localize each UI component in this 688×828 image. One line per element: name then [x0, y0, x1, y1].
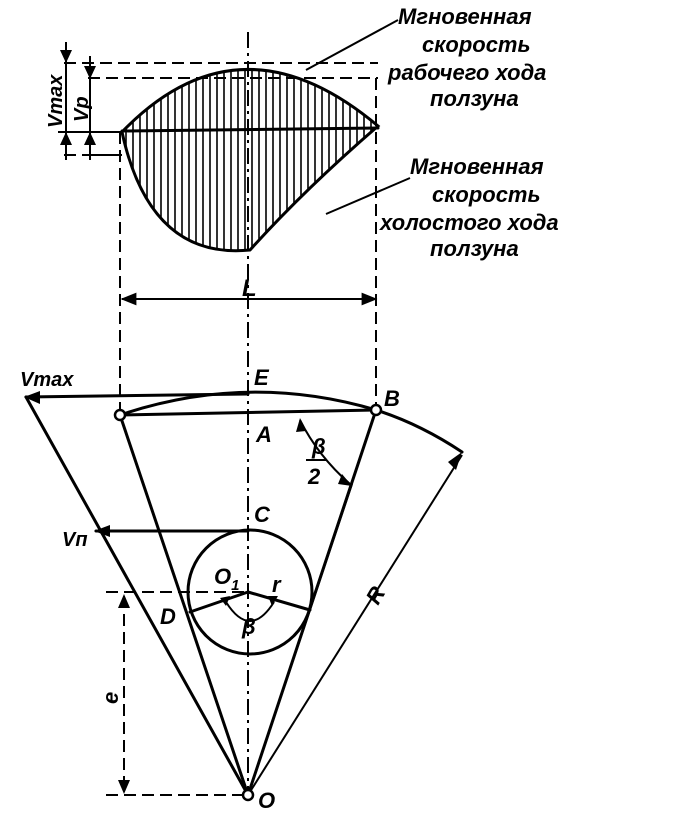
- caption-idle-line-4: ползуна: [430, 236, 519, 261]
- label-vmax-top: Vmax: [45, 74, 67, 128]
- vmax-arrow-bottom: [60, 132, 72, 145]
- radius-O1-r: [246, 590, 312, 612]
- caption-working-stroke: Мгновенная скорость рабочего хода ползун…: [387, 4, 546, 111]
- point-O: [241, 788, 255, 802]
- label-R: R: [361, 582, 391, 608]
- label-O: O: [258, 788, 275, 813]
- label-D: D: [160, 604, 176, 629]
- caption-idle-line-2: скорость: [432, 182, 541, 207]
- line-O-to-A-left: [118, 413, 250, 797]
- e-arrow-bottom: [118, 780, 130, 794]
- caption-working-line-2: скорость: [422, 32, 531, 57]
- velocity-baseline: [120, 126, 380, 133]
- vmax-arrow-top: [60, 50, 72, 63]
- label-vn: Vп: [62, 529, 88, 551]
- vp-arrow-bottom: [84, 132, 96, 145]
- caption-working-line-3: рабочего хода: [387, 60, 546, 85]
- leader-working: [305, 19, 399, 71]
- label-A: A: [255, 422, 272, 447]
- beta-half-arrow-bottom: [338, 474, 352, 486]
- beta-arrow-left: [220, 596, 230, 606]
- vmax-vector: [24, 392, 250, 399]
- mechanism: E B A Vmax β 2 C Vп O1 r D β R e O: [20, 32, 464, 813]
- label-beta-half-num: β: [311, 434, 326, 459]
- line-O-to-vmax: [24, 395, 250, 797]
- vn-vector-head: [94, 525, 110, 537]
- label-beta-half-den: 2: [307, 464, 321, 489]
- e-arrow-top: [118, 594, 130, 608]
- chord-AB: [118, 408, 378, 417]
- caption-idle-stroke: Мгновенная скорость холостого хода ползу…: [379, 154, 559, 261]
- caption-idle-line-3: холостого хода: [379, 210, 559, 235]
- velocity-lens-outline: [120, 68, 381, 253]
- beta-half-arrow-top: [296, 418, 306, 432]
- radius-R-line: [247, 454, 463, 796]
- radius-O1-D: [188, 590, 250, 614]
- label-L: L: [242, 275, 257, 302]
- beta-arrow-right: [268, 596, 278, 606]
- velocity-diagram: Vmax Vp L: [45, 42, 381, 415]
- label-C: C: [254, 502, 271, 527]
- label-O1-sub: 1: [231, 577, 239, 594]
- label-e: e: [98, 692, 123, 704]
- leader-idle: [325, 177, 411, 215]
- vp-arrow-top: [84, 66, 96, 79]
- label-beta: β: [241, 614, 256, 639]
- radius-R-arrow: [448, 452, 462, 470]
- vmax-vector-head: [24, 391, 40, 404]
- label-B: B: [384, 386, 400, 411]
- line-O-to-beta-arc: [247, 483, 353, 796]
- beta-arc: [225, 601, 275, 622]
- arc-beyond-B: [374, 408, 464, 454]
- caption-idle-line-1: Мгновенная: [410, 154, 544, 179]
- label-vp: Vp: [71, 96, 93, 122]
- point-A-left: [113, 408, 127, 422]
- label-O1: O1: [214, 564, 239, 594]
- label-O1-main: O: [214, 564, 231, 589]
- point-B: [369, 403, 383, 417]
- label-r: r: [272, 572, 282, 597]
- velocity-hatch: [125, 69, 378, 251]
- label-vmax-left: Vmax: [20, 369, 74, 391]
- label-E: E: [254, 365, 270, 390]
- caption-working-line-4: ползуна: [430, 86, 519, 111]
- arc-through-E: [118, 390, 378, 417]
- caption-working-line-1: Мгновенная: [398, 4, 532, 29]
